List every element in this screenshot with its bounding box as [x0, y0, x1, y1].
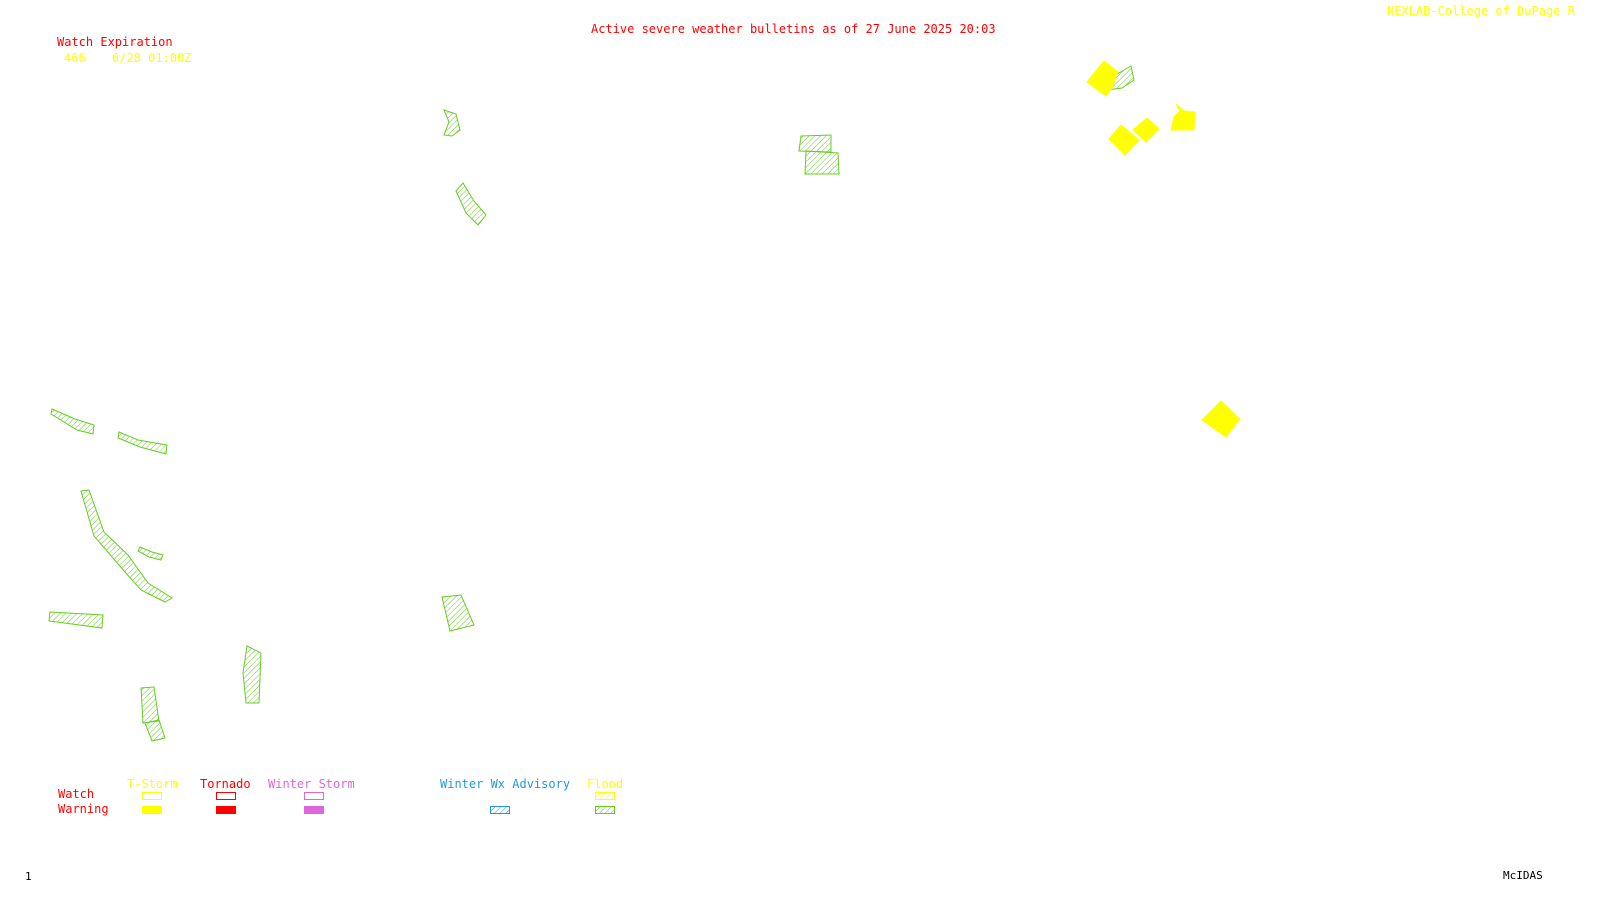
flood-watch-swatch: [595, 792, 615, 800]
flood-warning-polygons: [48, 65, 1135, 742]
watch-entry-expires: 6/28 01:00Z: [112, 51, 192, 65]
tstorm-warning-polygons: [1086, 60, 1241, 438]
winter-storm-warning-swatch: [304, 806, 324, 814]
flood-warning-polygon: [80, 489, 173, 603]
legend-row-warning-label: Warning: [58, 802, 109, 816]
flood-warning-polygon: [50, 408, 95, 435]
watch-expiration-heading: Watch Expiration: [57, 35, 173, 49]
tstorm-warning-polygon: [1132, 117, 1160, 143]
flood-warning-polygon: [798, 134, 832, 153]
flood-warning-polygon: [144, 719, 166, 742]
flood-warning-polygon: [804, 150, 840, 175]
flood-warning-polygon: [140, 686, 160, 724]
flood-warning-polygon: [455, 182, 487, 226]
flood-warning-polygon: [137, 546, 164, 561]
tstorm-warning-polygon: [1086, 60, 1119, 97]
legend-winter-storm-label: Winter Storm: [268, 777, 355, 791]
flood-warning-swatch: [595, 806, 615, 814]
tornado-watch-swatch: [216, 792, 236, 800]
flood-warning-polygon: [443, 109, 461, 137]
frame-number: 1: [25, 870, 32, 883]
flood-warning-polygon: [242, 645, 262, 704]
legend-flood-label: Flood: [587, 777, 624, 791]
legend-tstorm-label: T-Storm: [127, 777, 178, 791]
flood-warning-polygon: [441, 594, 475, 632]
tstorm-warning-polygon: [1170, 103, 1196, 131]
winter-wx-advisory-swatch: [490, 806, 510, 814]
credit-label: NEXLAB-College of DuPage R: [1387, 4, 1575, 18]
legend-tornado-label: Tornado: [200, 777, 251, 791]
bulletin-title: Active severe weather bulletins as of 27…: [591, 22, 996, 36]
tstorm-warning-polygon: [1201, 400, 1241, 438]
watch-entry-id: 466: [64, 51, 86, 65]
legend-winter-wx-advisory-label: Winter Wx Advisory: [440, 777, 571, 791]
winter-storm-watch-swatch: [304, 792, 324, 800]
flood-warning-polygon: [48, 611, 104, 629]
tstorm-warning-swatch: [142, 806, 162, 814]
tstorm-warning-polygon: [1108, 124, 1140, 156]
legend-row-watch-label: Watch: [58, 787, 95, 801]
tornado-warning-swatch: [216, 806, 236, 814]
flood-warning-polygon: [117, 431, 168, 455]
software-label: McIDAS: [1503, 869, 1543, 882]
tstorm-watch-swatch: [142, 792, 162, 800]
